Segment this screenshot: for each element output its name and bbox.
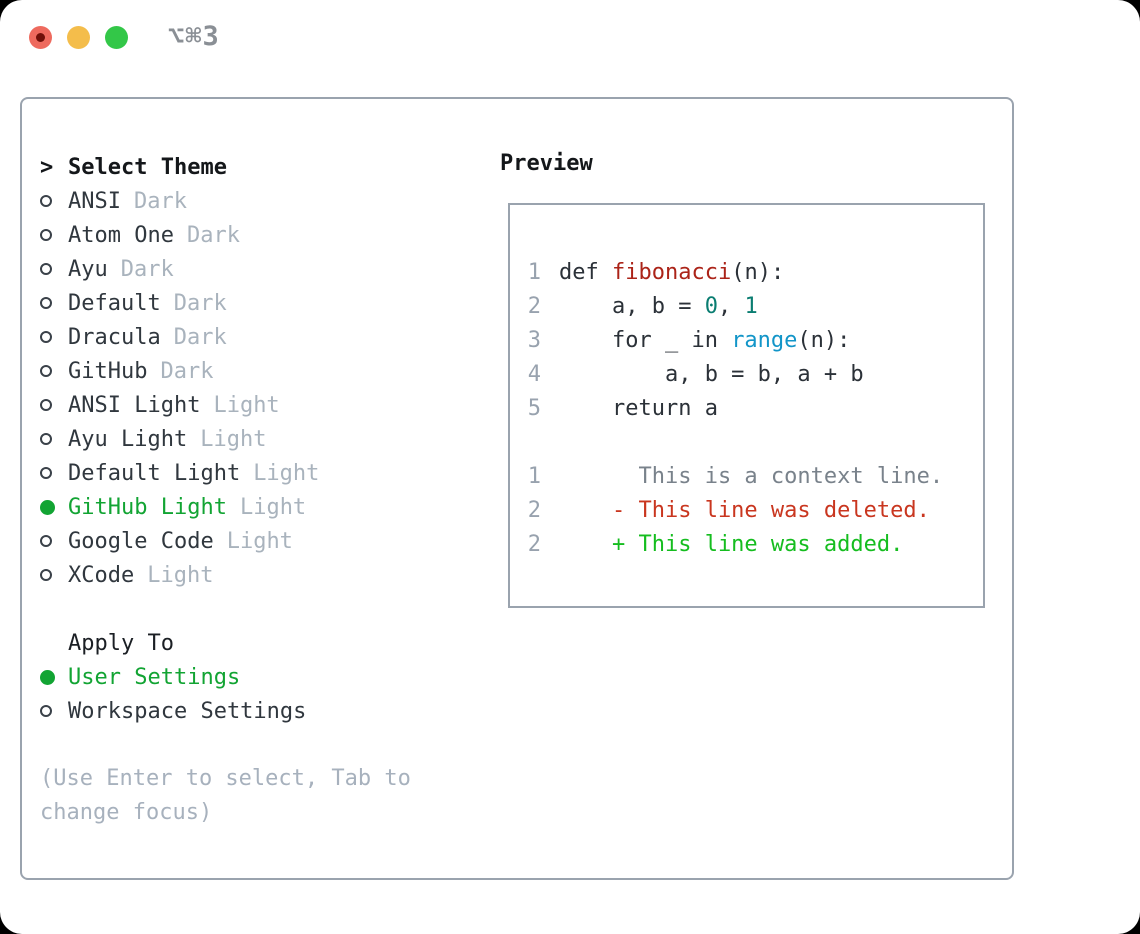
code-line: 1 def fibonacci(n): <box>527 259 785 285</box>
radio-unselected-icon <box>40 195 52 207</box>
radio-unselected-icon <box>40 365 52 377</box>
theme-option-github-light[interactable]: GitHub Light Light <box>40 490 480 524</box>
theme-option-xcode[interactable]: XCode Light <box>40 558 480 592</box>
theme-option-default-light[interactable]: Default Light Light <box>40 456 480 490</box>
radio-unselected-icon <box>40 229 52 241</box>
radio-selected-icon <box>40 669 55 685</box>
radio-unselected-icon <box>40 297 52 309</box>
spacer <box>40 728 480 762</box>
radio-unselected-icon <box>40 331 52 343</box>
minimize-button[interactable] <box>67 26 90 49</box>
radio-unselected-icon <box>40 399 52 411</box>
diff-added-line: 2 + This line was added. <box>527 531 904 557</box>
theme-list-header: > Select Theme <box>40 150 480 184</box>
radio-unselected-icon <box>40 569 52 581</box>
apply-option-user-settings[interactable]: User Settings <box>40 660 480 694</box>
radio-unselected-icon <box>40 705 52 717</box>
diff-context-line: 1 This is a context line. <box>527 463 944 489</box>
theme-option-github-dark[interactable]: GitHub Dark <box>40 354 480 388</box>
apply-option-workspace-settings[interactable]: Workspace Settings <box>40 694 480 728</box>
code-line: 2 a, b = 0, 1 <box>527 293 758 319</box>
preview-title: Preview <box>500 151 593 176</box>
titlebar: ⌥⌘3 <box>0 0 1140 72</box>
radio-selected-icon <box>40 499 55 515</box>
radio-unselected-icon <box>40 535 52 547</box>
diff-deleted-line: 2 - This line was deleted. <box>527 497 930 523</box>
radio-unselected-icon <box>40 467 52 479</box>
code-line: 4 a, b = b, a + b <box>527 361 864 387</box>
apply-to-header-row: Apply To <box>40 626 480 660</box>
window-title: ⌥⌘3 <box>168 21 220 52</box>
spacer <box>40 592 480 626</box>
prompt-icon: > <box>40 154 54 180</box>
theme-picker-panel: > Select Theme ANSI Dark Atom One Dark A… <box>20 97 1014 880</box>
theme-option-ansi-dark[interactable]: ANSI Dark <box>40 184 480 218</box>
theme-list-title: Select Theme <box>68 154 227 180</box>
theme-option-ayu-dark[interactable]: Ayu Dark <box>40 252 480 286</box>
theme-list: > Select Theme ANSI Dark Atom One Dark A… <box>40 150 480 830</box>
radio-unselected-icon <box>40 433 52 445</box>
apply-to-title: Apply To <box>68 630 174 656</box>
theme-option-google-code[interactable]: Google Code Light <box>40 524 480 558</box>
code-line: 3 for _ in range(n): <box>527 327 851 353</box>
theme-option-atom-one-dark[interactable]: Atom One Dark <box>40 218 480 252</box>
zoom-button[interactable] <box>105 26 128 49</box>
theme-option-ayu-light[interactable]: Ayu Light Light <box>40 422 480 456</box>
theme-option-default-dark[interactable]: Default Dark <box>40 286 480 320</box>
code-line-blank <box>526 425 983 459</box>
theme-option-dracula-dark[interactable]: Dracula Dark <box>40 320 480 354</box>
code-line: 5 return a <box>527 395 718 421</box>
theme-option-ansi-light[interactable]: ANSI Light Light <box>40 388 480 422</box>
preview-pane: 1 def fibonacci(n): 2 a, b = 0, 1 3 for … <box>508 203 985 608</box>
keyboard-hint: (Use Enter to select, Tab to change focu… <box>40 766 411 825</box>
radio-unselected-icon <box>40 263 52 275</box>
close-button[interactable] <box>29 26 52 49</box>
